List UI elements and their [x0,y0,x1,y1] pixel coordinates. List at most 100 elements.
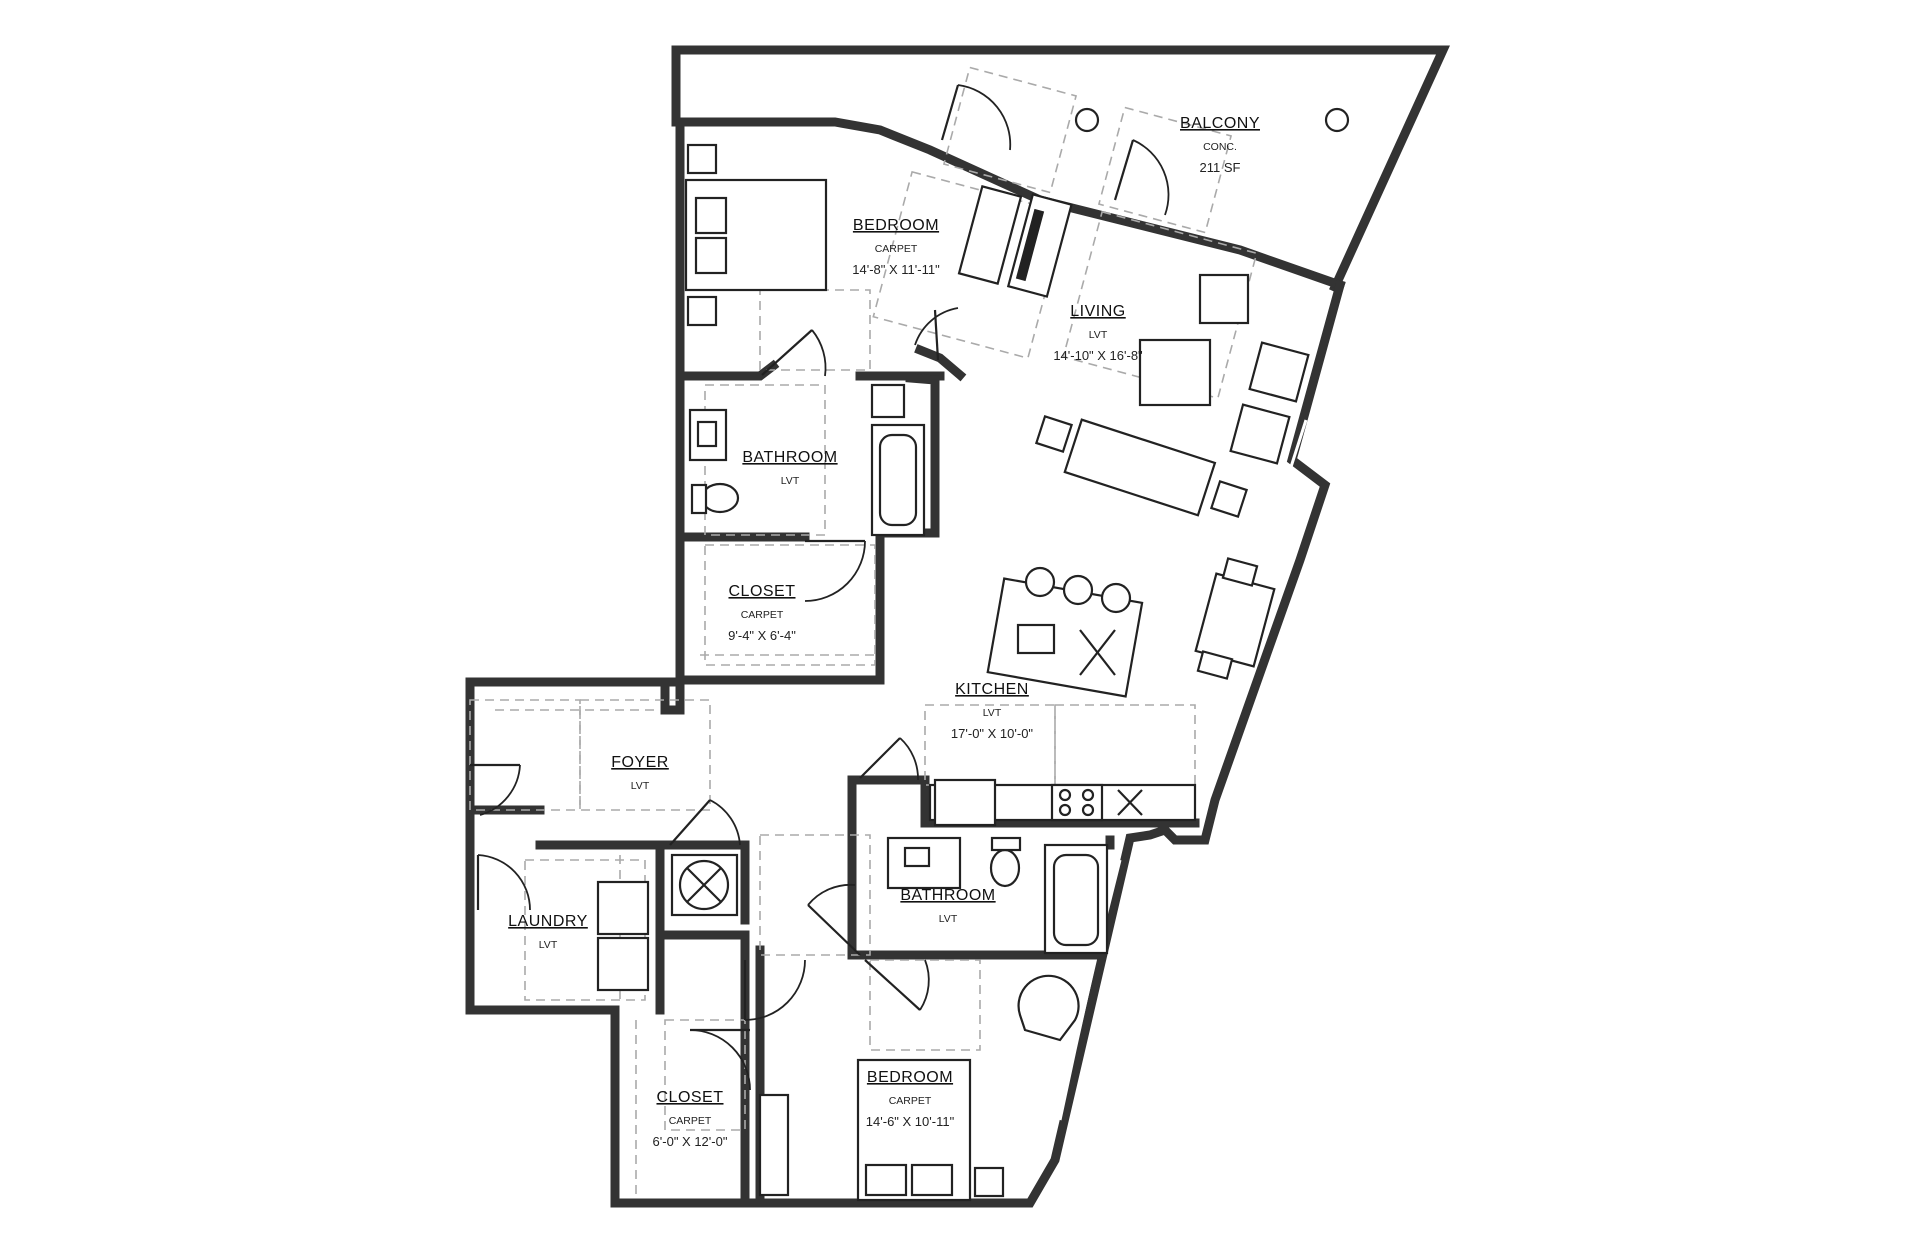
fridge-icon [933,778,997,827]
room-name-lower-closet: CLOSET [656,1089,723,1106]
lower-bath-door-swing [807,883,856,906]
mech-closet-door-swing [709,799,741,846]
lower-closet-door-2-swing [689,1029,751,1091]
room-name-balcony: BALCONY [1180,115,1260,132]
walls [465,45,1450,1208]
room-material-laundry: LVT [539,939,558,951]
balcony-rail [671,45,1450,293]
upper-bath-toilet-tank [690,483,708,515]
label-lower-closet: CLOSET CARPET 6'-0" X 12'-0" [653,1089,728,1149]
second-bed-pillow-1 [864,1163,908,1197]
room-size-lower-closet: 6'-0" X 12'-0" [653,1134,728,1149]
second-bedroom-door-swing [919,959,930,1011]
pantry-door-swing [899,737,919,781]
exterior-wall-east [820,279,1346,1208]
label-kitchen: KITCHEN LVT 17'-0" X 10'-0" [951,681,1034,741]
cooktop-x-2 [1079,629,1116,676]
armchair-icon [1198,273,1250,325]
label-living: LIVING LVT 14'-10" X 16'-8" [1053,303,1143,363]
foyer-north-wall [465,677,685,715]
room-material-lower-closet: CARPET [669,1115,712,1127]
burner-3 [1058,803,1072,817]
upper-bath-tub-inner [878,433,918,527]
kitchen-island-sink-icon [1016,623,1056,655]
room-name-lower-bathroom: BATHROOM [900,887,995,904]
label-lower-bathroom: BATHROOM LVT [900,887,995,925]
dashed-area-laundry [524,859,646,1001]
upper-bath-door-swing [811,329,827,377]
sofa-icon [1063,418,1217,517]
dashed-area-lower-bath [759,834,871,956]
lower-bath-toilet-tank [990,836,1022,852]
dashed-area-kitchen-2 [1054,704,1196,786]
room-name-kitchen: KITCHEN [955,681,1029,698]
barstool-2-icon [1062,574,1094,606]
room-name-living: LIVING [1070,303,1125,320]
dining-chair-1 [1221,557,1259,587]
barstool-1-icon [1024,566,1056,598]
room-size-upper-closet: 9'-4" X 6'-4" [728,628,796,643]
doors [470,84,1170,1091]
dashed-area-foyer [469,699,581,811]
upper-closet-door-swing [804,540,866,602]
second-bed-pillow-2 [910,1163,954,1197]
lower-bath-toilet-icon [989,848,1021,888]
tv-icon [1015,208,1045,282]
burner-1 [1058,788,1072,802]
burner-4 [1081,803,1095,817]
label-balcony: BALCONY CONC. 211 SF [1180,115,1260,175]
sofa-arm-right [1209,479,1249,519]
master-bed-pillow-2 [694,236,728,275]
mech-closet-door [669,799,711,846]
room-name-foyer: FOYER [611,754,669,771]
dashed-overlays [469,66,1258,1195]
reading-chair-icon [1017,974,1080,1042]
burner-2 [1081,788,1095,802]
nightstand-top [686,143,718,175]
room-material-master-bedroom: CARPET [875,243,918,255]
lower-closet-door-swing [744,959,806,1021]
master-bed-pillow-1 [694,196,728,235]
second-nightstand-icon [973,1166,1005,1198]
label-foyer: FOYER LVT [611,754,669,792]
label-second-bedroom: BEDROOM CARPET 14'-6" X 10'-11" [866,1069,955,1129]
room-size-balcony: 211 SF [1200,160,1241,175]
room-size-kitchen: 17'-0" X 10'-0" [951,726,1034,741]
room-size-living: 14'-10" X 16'-8" [1053,348,1143,363]
balcony-door-1 [940,84,960,141]
upper-bath-linen [870,383,906,419]
master-bedroom-south-wall [675,359,780,381]
upper-bath-toilet-icon [700,482,740,514]
east-wall-glass-line [1220,419,1308,741]
room-material-balcony: CONC. [1203,141,1237,153]
lower-bath-door [807,904,861,956]
dashed-area-master-bed [759,289,871,371]
water-heater-x-2 [686,867,722,903]
dashed-area-foyer-2 [579,699,711,811]
room-name-upper-bathroom: BATHROOM [742,449,837,466]
upper-bath-sink-icon [696,420,718,448]
range-icon [1050,783,1104,822]
laundry-door-swing [477,854,531,911]
balcony-door-1-swing [957,84,1012,151]
room-material-kitchen: LVT [983,707,1002,719]
room-name-master-bedroom: BEDROOM [853,217,939,234]
nightstand-bottom [686,295,718,327]
dashed-area-closet-lower [664,1019,746,1131]
mech-closet-wall [655,840,750,925]
room-material-upper-bathroom: LVT [781,475,800,487]
sofa-arm-left [1034,414,1074,454]
lower-bath-sink-icon [903,846,931,868]
master-bedroom-east-wall [914,344,967,382]
room-name-laundry: LAUNDRY [508,913,588,930]
dashed-area-second-bed [869,959,981,1051]
upper-bath-door [761,329,813,376]
side-chair-2-icon [1229,403,1291,465]
entry-door-swing [479,764,521,816]
fireplace-unit-1 [957,185,1023,285]
room-material-foyer: LVT [631,780,650,792]
lower-bath-tub-inner [1052,853,1100,947]
closet-wall-east [675,371,940,685]
room-size-master-bedroom: 14'-8" X 11'-11" [852,262,940,277]
